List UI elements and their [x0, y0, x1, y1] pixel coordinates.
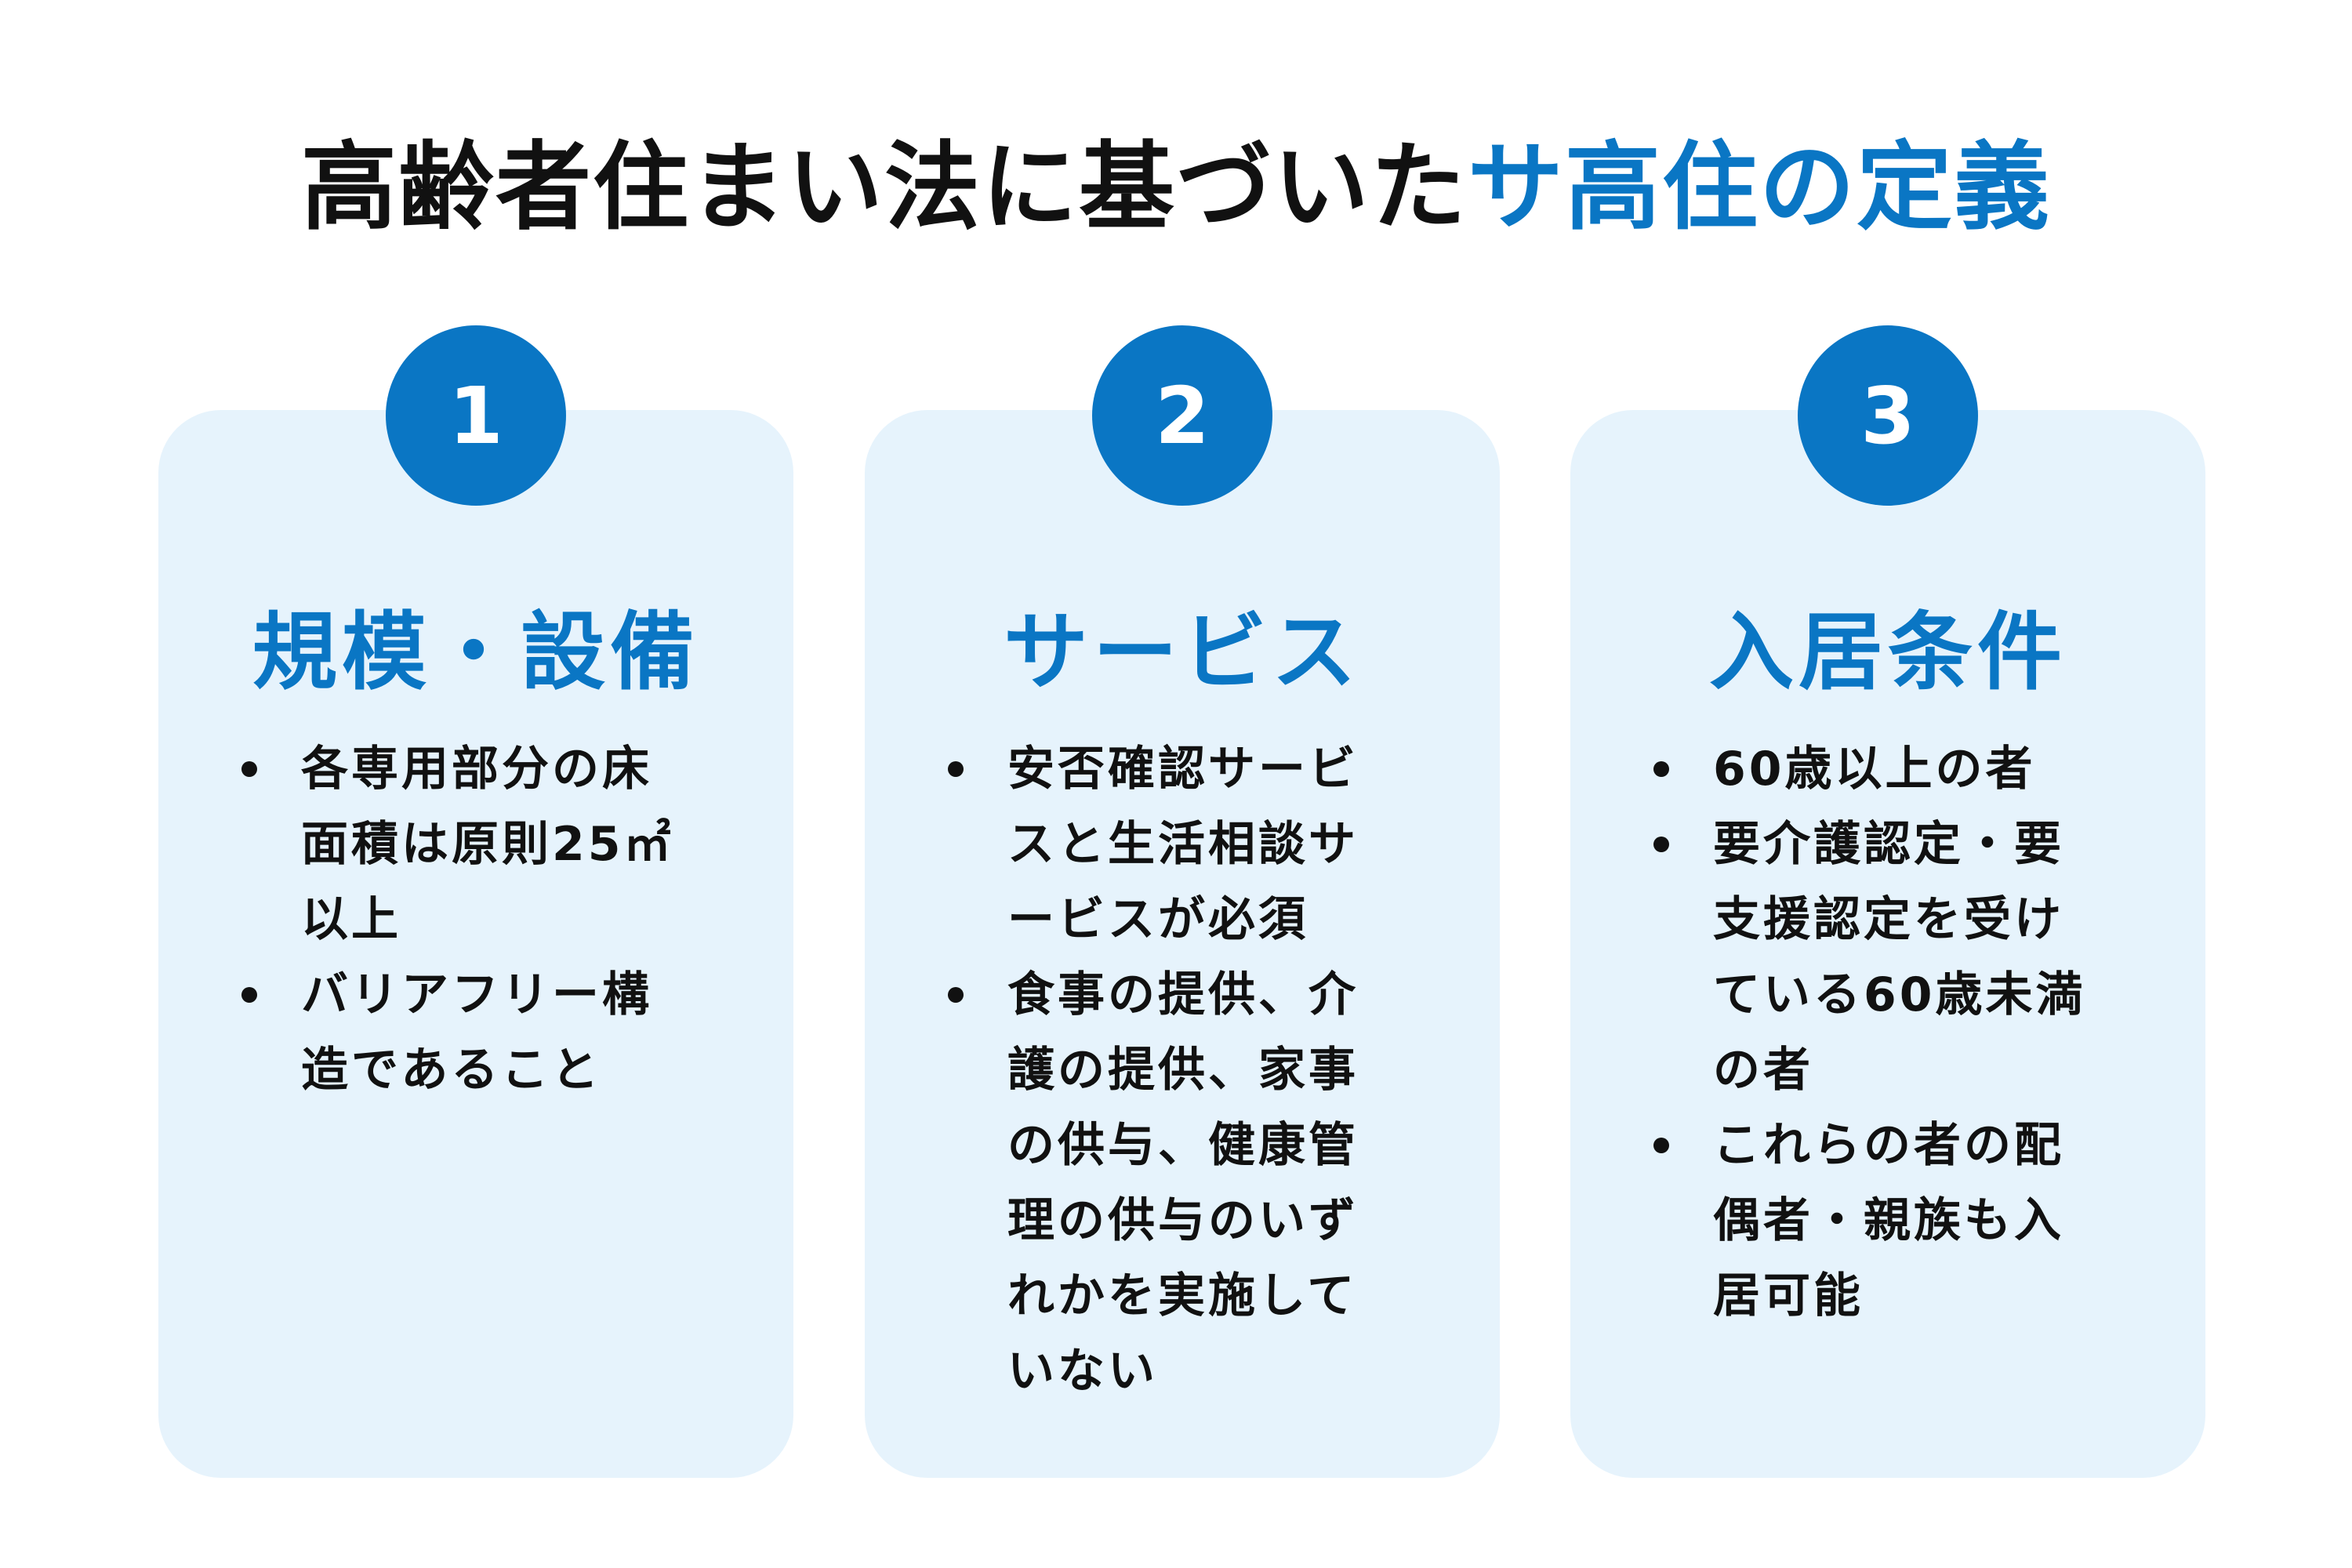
list-item-text: 各専用部分の床 面積は原則25㎡ 以上 — [301, 742, 674, 947]
bullet-dot-icon — [241, 761, 257, 777]
page-title-main: 高齢者住まい法に基づいた — [301, 132, 1468, 243]
list-item: 安否確認サービ スと生活相談サ ービスが必須 — [948, 731, 1481, 957]
list-item: 60歳以上の者 — [1653, 731, 2187, 807]
list-item-text: 食事の提供、介 護の提供、家事 の供与、健康管 理の供与のいず れかを実施して … — [1007, 967, 1359, 1399]
card-number-badge: 3 — [1798, 325, 1978, 506]
list-item: 各専用部分の床 面積は原則25㎡ 以上 — [241, 731, 775, 957]
list-item: バリアフリー構 造であること — [241, 957, 775, 1108]
bullet-dot-icon — [948, 761, 964, 777]
card-heading: 入居条件 — [1708, 604, 2067, 702]
bullet-dot-icon — [948, 987, 964, 1003]
list-item-text: これらの者の配 偶者・親族も入 居可能 — [1713, 1118, 2064, 1323]
list-item: 食事の提供、介 護の提供、家事 の供与、健康管 理の供与のいず れかを実施して … — [948, 957, 1481, 1409]
list-item: 要介護認定・要 支援認定を受け ている60歳未満 の者 — [1653, 807, 2187, 1108]
page-title-accent: サ高住の定義 — [1468, 132, 2051, 243]
bullet-dot-icon — [1653, 761, 1669, 777]
card-scale-facilities: 1 規模・設備 各専用部分の床 面積は原則25㎡ 以上 バリアフリー構 造である… — [158, 325, 793, 1478]
list-item-text: バリアフリー構 造であること — [301, 967, 652, 1098]
bullet-dot-icon — [241, 987, 257, 1003]
card-item-list: 各専用部分の床 面積は原則25㎡ 以上 バリアフリー構 造であること — [241, 731, 775, 1108]
list-item: これらの者の配 偶者・親族も入 居可能 — [1653, 1108, 2187, 1334]
card-heading: サービス — [1003, 604, 1361, 702]
card-item-list: 安否確認サービ スと生活相談サ ービスが必須 食事の提供、介 護の提供、家事 の… — [948, 731, 1481, 1409]
bullet-dot-icon — [1653, 1138, 1669, 1153]
card-item-list: 60歳以上の者 要介護認定・要 支援認定を受け ている60歳未満 の者 これらの… — [1653, 731, 2187, 1334]
page-title: 高齢者住まい法に基づいたサ高住の定義 — [0, 110, 2352, 249]
card-services: 2 サービス 安否確認サービ スと生活相談サ ービスが必須 食事の提供、介 護の… — [865, 325, 1500, 1478]
card-eligibility: 3 入居条件 60歳以上の者 要介護認定・要 支援認定を受け ている60歳未満 … — [1570, 325, 2205, 1478]
card-heading: 規模・設備 — [252, 604, 699, 702]
list-item-text: 要介護認定・要 支援認定を受け ている60歳未満 の者 — [1713, 817, 2086, 1098]
card-number-badge: 1 — [386, 325, 566, 506]
bullet-dot-icon — [1653, 837, 1669, 852]
card-number-badge: 2 — [1092, 325, 1272, 506]
list-item-text: 安否確認サービ スと生活相談サ ービスが必須 — [1007, 742, 1359, 947]
list-item-text: 60歳以上の者 — [1713, 742, 2036, 797]
